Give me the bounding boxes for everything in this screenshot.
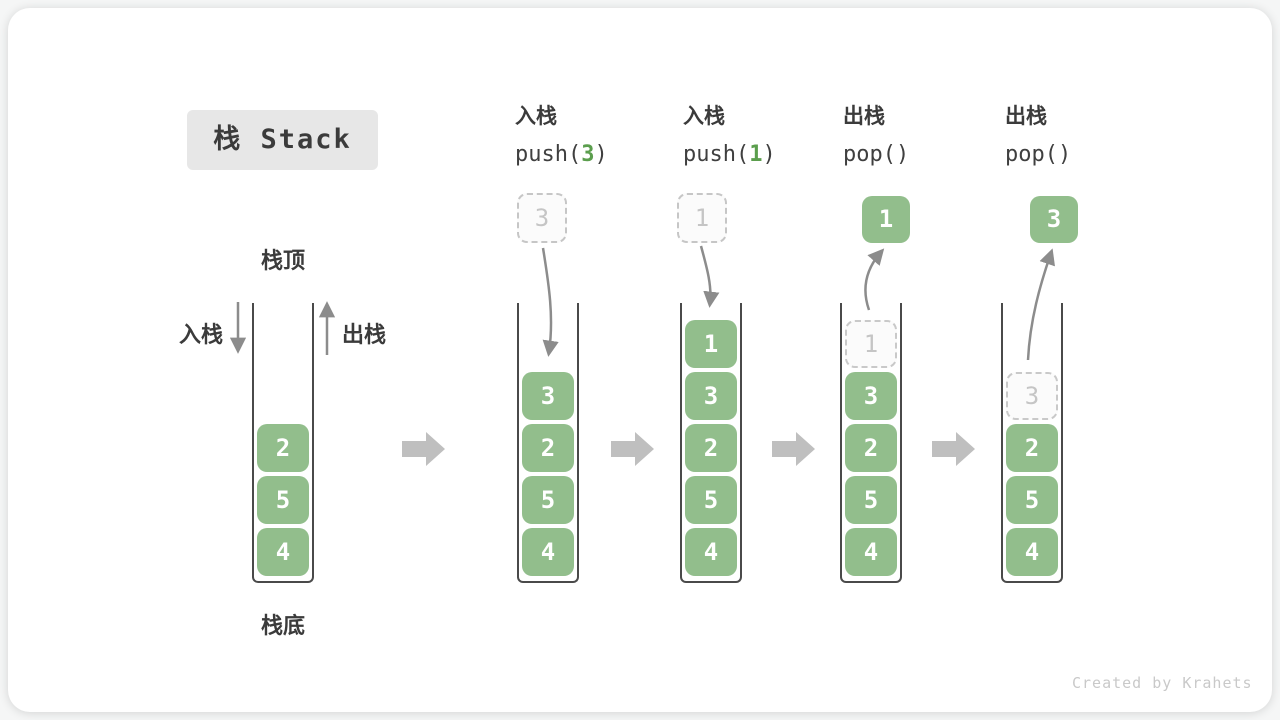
popped-ghost-cell: 1	[845, 320, 897, 368]
stack-cell: 2	[685, 424, 737, 472]
step3-op-code: pop()	[843, 142, 910, 167]
stack-cell: 4	[522, 528, 574, 576]
stack-cell: 5	[845, 476, 897, 524]
popped-ghost-cell: 3	[1006, 372, 1058, 420]
step1-op-label: 入栈	[515, 104, 557, 128]
stack-cell: 4	[257, 528, 309, 576]
watermark: Created by Krahets	[1072, 674, 1253, 692]
stack-cell: 3	[522, 372, 574, 420]
step-transition-arrow-icon	[932, 432, 975, 466]
step2-op-code: push(1)	[683, 142, 776, 167]
diagram-title: 栈 Stack	[187, 110, 378, 170]
step1-header: 入栈 push(3)	[515, 100, 608, 167]
step4-op-code: pop()	[1005, 142, 1072, 167]
stack-cell: 3	[685, 372, 737, 420]
stack-initial: 2 5 4	[252, 303, 314, 583]
step2-op-label: 入栈	[683, 104, 725, 128]
step-transition-arrow-icon	[402, 432, 445, 466]
stack-cell: 2	[1006, 424, 1058, 472]
step4-op-label: 出栈	[1005, 104, 1047, 128]
stack-after-pop-3: 3 2 5 4	[1001, 303, 1063, 583]
stack-cell: 5	[522, 476, 574, 524]
push-direction-label: 入栈	[179, 323, 224, 348]
pop-direction-label: 出栈	[342, 323, 387, 348]
stack-cell: 2	[845, 424, 897, 472]
pushed-value-box: 3	[517, 193, 567, 243]
stack-cell: 5	[1006, 476, 1058, 524]
step4-header: 出栈 pop()	[1005, 100, 1071, 167]
stack-bottom-label: 栈底	[260, 614, 305, 639]
popped-value-box: 1	[862, 196, 910, 243]
step3-op-label: 出栈	[843, 104, 885, 128]
popped-value-box: 3	[1030, 196, 1078, 243]
stack-after-push-3: 3 2 5 4	[517, 303, 579, 583]
stack-cell: 3	[845, 372, 897, 420]
stack-after-pop-1: 1 3 2 5 4	[840, 303, 902, 583]
stack-cell: 4	[1006, 528, 1058, 576]
stack-cell: 2	[522, 424, 574, 472]
stack-cell: 4	[845, 528, 897, 576]
step-transition-arrow-icon	[611, 432, 654, 466]
stack-cell: 2	[257, 424, 309, 472]
stack-cell: 5	[685, 476, 737, 524]
stack-cell: 4	[685, 528, 737, 576]
stack-after-push-1: 1 3 2 5 4	[680, 303, 742, 583]
push-arg: 1	[749, 142, 763, 167]
stack-cell: 5	[257, 476, 309, 524]
step1-op-code: push(3)	[515, 142, 608, 167]
push-arg: 3	[581, 142, 595, 167]
step2-header: 入栈 push(1)	[683, 100, 776, 167]
stack-top-label: 栈顶	[260, 249, 305, 274]
step-transition-arrow-icon	[772, 432, 815, 466]
pushed-value-box: 1	[677, 193, 727, 243]
step3-header: 出栈 pop()	[843, 100, 909, 167]
stack-cell: 1	[685, 320, 737, 368]
